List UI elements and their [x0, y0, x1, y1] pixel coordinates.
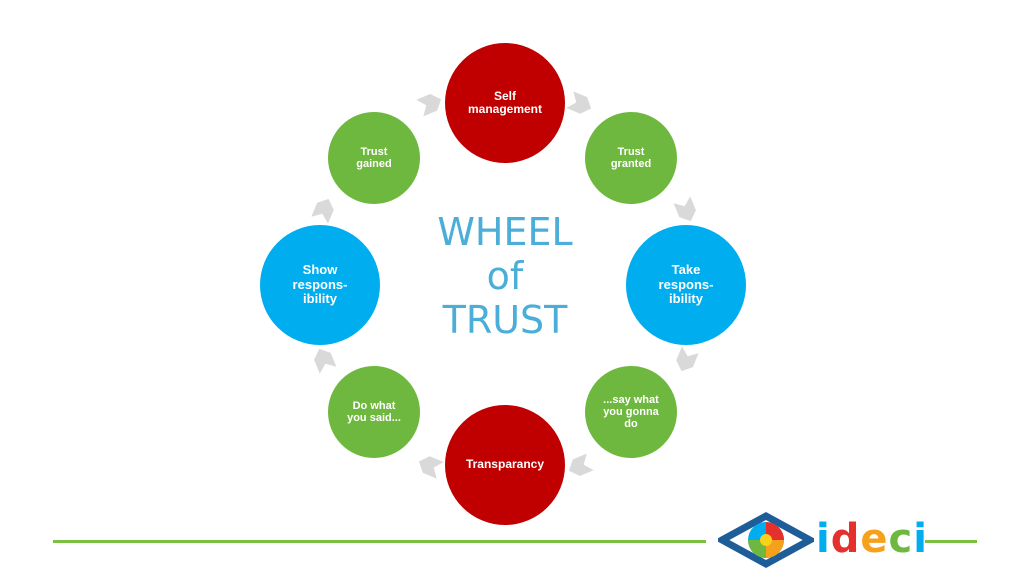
title-line-2: of: [486, 254, 524, 298]
node-label: Trust gained: [356, 145, 392, 170]
node-transparancy: Transparancy: [445, 405, 565, 525]
node-do-what-you-said: Do what you said...: [328, 366, 420, 458]
title-line-1: WHEEL: [437, 210, 573, 254]
eye-logo-icon: [718, 512, 814, 568]
node-label: Do what you said...: [347, 399, 401, 424]
connector-arrow: [418, 456, 444, 479]
logo-letter: i: [913, 516, 928, 562]
footer-line-end: [925, 540, 977, 543]
connector-arrow: [314, 348, 337, 374]
node-say-what-you-gonna-do: ...say what you gonna do: [585, 366, 677, 458]
logo-letter: i: [816, 516, 831, 562]
node-label: Show respons- ibility: [292, 262, 348, 307]
node-label: Take respons- ibility: [658, 262, 714, 307]
node-trust-granted: Trust granted: [585, 112, 677, 204]
node-label: Self management: [467, 88, 543, 116]
wheel-title: WHEEL of TRUST: [405, 210, 605, 342]
node-self-management: Self management: [445, 43, 565, 163]
node-label: Trust granted: [610, 145, 652, 170]
footer-line: [53, 540, 706, 543]
logo-wordmark: ideci: [816, 516, 928, 562]
node-trust-gained: Trust gained: [328, 112, 420, 204]
ideci-logo: ideci: [718, 512, 927, 568]
connector-arrow: [568, 453, 594, 476]
connector-arrow: [676, 346, 699, 372]
logo-letter: c: [888, 516, 914, 562]
connector-arrow: [673, 196, 696, 222]
node-label: ...say what you gonna do: [603, 393, 659, 431]
connector-arrow: [416, 94, 442, 117]
connector-arrow: [566, 91, 592, 114]
title-line-3: TRUST: [442, 298, 568, 342]
logo-letter: e: [860, 516, 889, 562]
logo-letter: d: [830, 516, 861, 562]
node-label: Transparancy: [465, 457, 545, 472]
node-take-responsibility: Take respons- ibility: [626, 225, 746, 345]
connector-arrow: [311, 198, 334, 224]
node-show-responsibility: Show respons- ibility: [260, 225, 380, 345]
